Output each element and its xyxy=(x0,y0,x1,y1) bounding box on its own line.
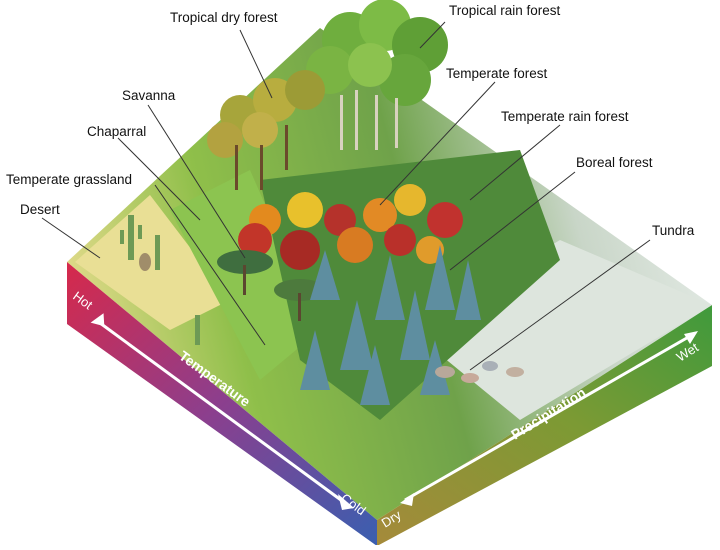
savanna-leader xyxy=(147,104,246,259)
temperate-forest-leader xyxy=(379,81,496,206)
label-tundra: Tundra xyxy=(652,223,695,238)
tundra-leader xyxy=(469,239,651,371)
savanna-trees xyxy=(217,250,326,321)
label-temperate-rain-forest: Temperate rain forest xyxy=(501,109,629,124)
label-tropical-dry-forest: Tropical dry forest xyxy=(170,10,278,25)
boreal-forest-trees xyxy=(300,245,481,405)
label-temperate-grassland: Temperate grassland xyxy=(6,172,132,187)
temperate-forest-trees xyxy=(238,184,463,270)
tundra-rocks xyxy=(435,361,524,383)
temperate-grassland-leader xyxy=(154,184,266,346)
tropical-rain-forest-leader xyxy=(419,21,446,49)
temperature-arrowhead-hot xyxy=(90,313,105,327)
temperature-face xyxy=(67,262,377,546)
temperature-arrow xyxy=(99,321,346,505)
temperature-arrowhead-cold xyxy=(338,494,354,510)
precipitation-arrowhead-wet xyxy=(684,331,698,344)
precipitation-arrowhead-dry xyxy=(400,493,414,506)
boreal-forest-leader xyxy=(449,171,576,271)
label-savanna: Savanna xyxy=(122,88,176,103)
label-temperate-forest: Temperate forest xyxy=(446,66,548,81)
tropical-dry-forest-leader xyxy=(239,29,273,99)
label-desert: Desert xyxy=(20,202,60,217)
precipitation-face xyxy=(377,305,712,546)
label-tropical-rain-forest: Tropical rain forest xyxy=(449,3,561,18)
desert-leader xyxy=(41,217,101,259)
precipitation-arrow xyxy=(404,333,693,502)
temperate-rain-forest-leader xyxy=(469,124,561,201)
desert-cacti xyxy=(120,215,200,345)
label-chaparral: Chaparral xyxy=(87,124,146,139)
chaparral-leader xyxy=(117,137,201,221)
tropical-dry-forest-trees xyxy=(207,70,325,190)
desert-ground xyxy=(75,195,230,330)
label-boreal-forest: Boreal forest xyxy=(576,155,653,170)
